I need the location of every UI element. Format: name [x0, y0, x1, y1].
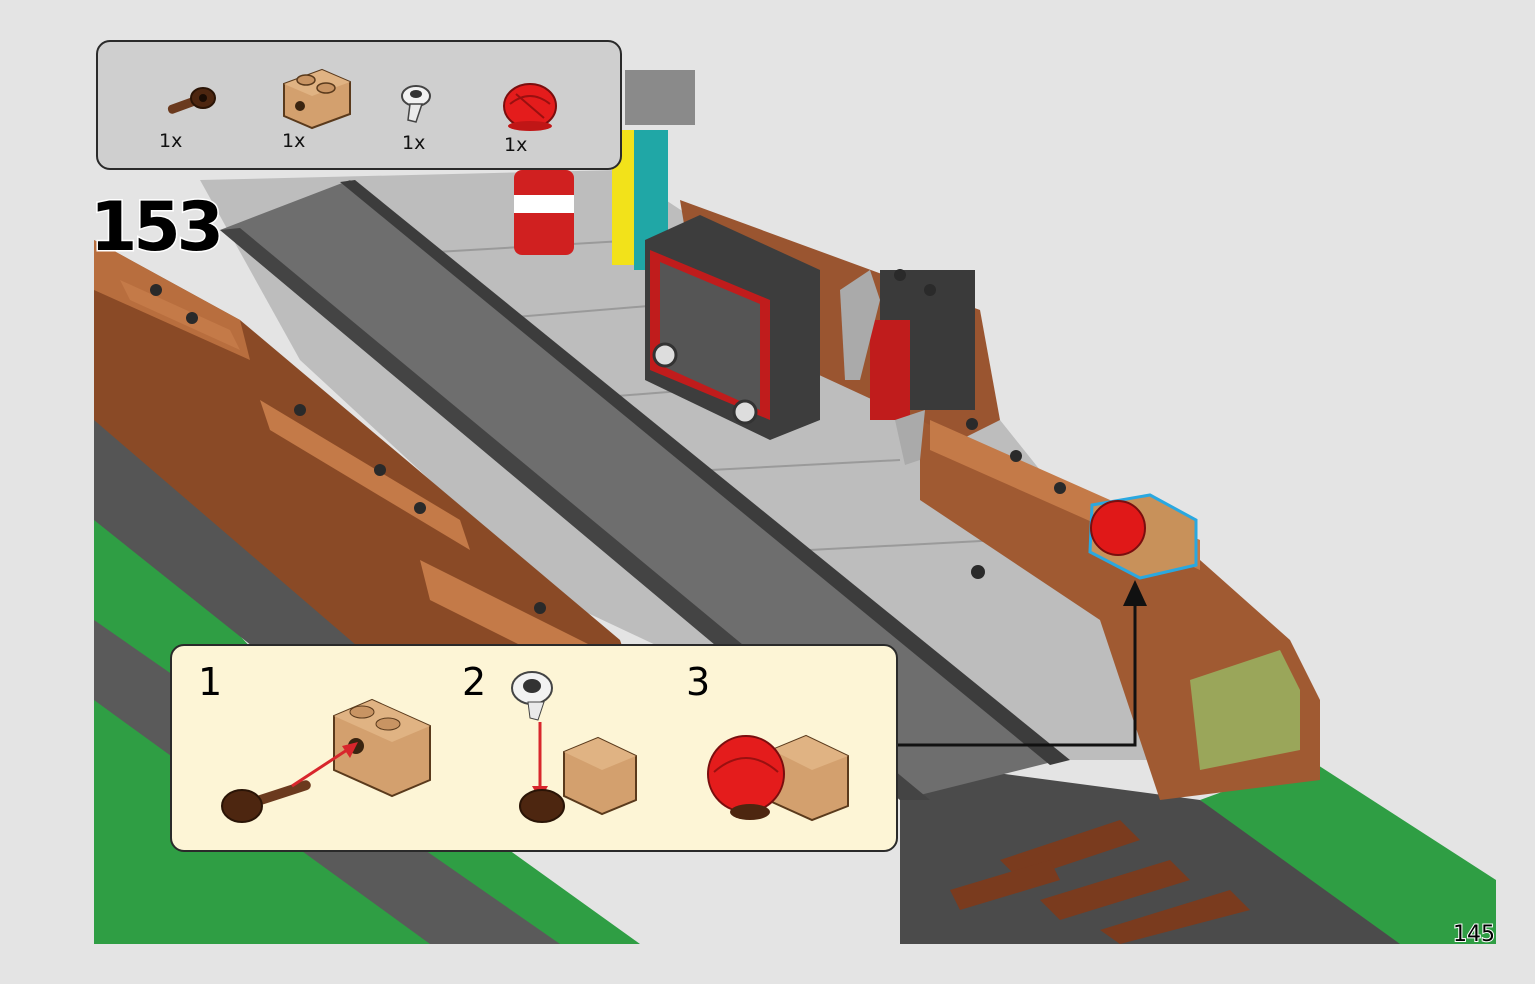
substep-1-illustration — [221, 698, 431, 823]
part-qty: 1x — [159, 130, 183, 152]
page-number: 145 — [1452, 921, 1496, 948]
callout-connector-line — [898, 600, 1137, 747]
substep-label-2: 2 — [462, 660, 487, 704]
substep-label-3: 3 — [686, 660, 711, 704]
part-qty: 1x — [282, 130, 306, 152]
light-gray-round-plate-icon — [401, 85, 431, 123]
red-helmet-icon — [503, 83, 557, 131]
part-item: 1x — [498, 58, 588, 168]
substep-2-illustration — [511, 671, 637, 823]
substep-3-illustration — [707, 734, 849, 822]
olive-crate — [1190, 650, 1300, 770]
callout-arrow-up — [1123, 580, 1147, 606]
substep-label-1: 1 — [198, 660, 223, 704]
placed-red-helmet — [1090, 500, 1146, 556]
substep-panel: 1 2 3 — [170, 644, 898, 852]
part-item: 1x — [153, 60, 243, 170]
part-qty: 1x — [402, 132, 426, 154]
step-number: 153 — [89, 187, 226, 269]
green-baseplate-right — [1200, 760, 1496, 944]
part-item: 1x — [278, 56, 368, 166]
part-item: 1x — [396, 60, 486, 170]
part-qty: 1x — [504, 134, 528, 156]
tan-brick-1x2-with-hole-icon — [283, 68, 351, 130]
brown-bar-with-clip-icon — [167, 87, 216, 114]
parts-list: 1x 1x 1x 1x — [96, 40, 622, 170]
track-bed — [900, 760, 1400, 944]
